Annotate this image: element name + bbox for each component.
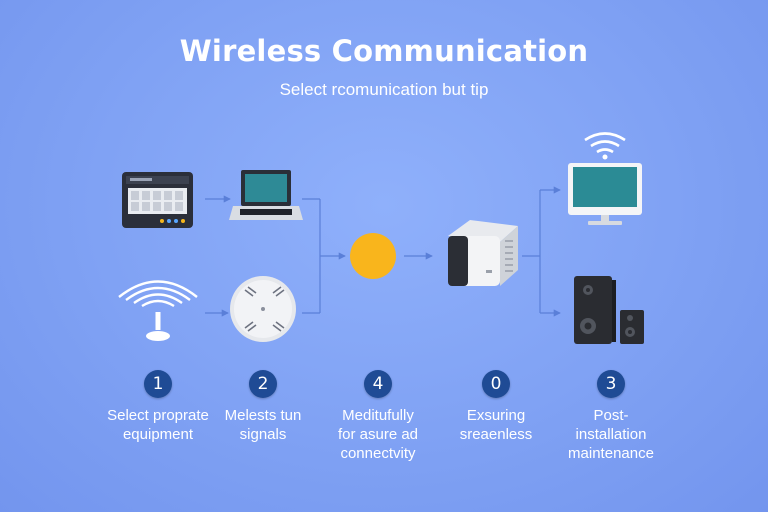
step-badge-5: 3 <box>597 370 625 398</box>
step-label-3: Meditufully for asure ad connectvity <box>337 407 419 462</box>
laptop-icon <box>229 170 303 220</box>
page-title: Wireless Communication <box>179 34 589 68</box>
wifi-monitor-icon <box>568 132 642 225</box>
circle-node-icon <box>350 233 396 279</box>
step-label-1: Select proprate equipment <box>107 407 209 443</box>
speaker-icon <box>574 276 644 344</box>
mini-pc-icon <box>448 220 518 286</box>
step-label-2: Melests tun signals <box>224 407 302 443</box>
step-label-4: Exsuring sreaenless <box>459 407 533 443</box>
connectors <box>205 186 561 317</box>
step-label-5: Post- installation maintenance <box>568 407 654 462</box>
router-panel-icon <box>122 172 193 228</box>
page-subtitle: Select rcomunication but tip <box>279 80 489 99</box>
step-badge-1: 1 <box>144 370 172 398</box>
step-badge-2: 2 <box>249 370 277 398</box>
step-badge-4: 0 <box>482 370 510 398</box>
step-badge-3: 4 <box>364 370 392 398</box>
access-point-icon <box>230 276 296 342</box>
wifi-antenna-icon <box>118 280 198 341</box>
